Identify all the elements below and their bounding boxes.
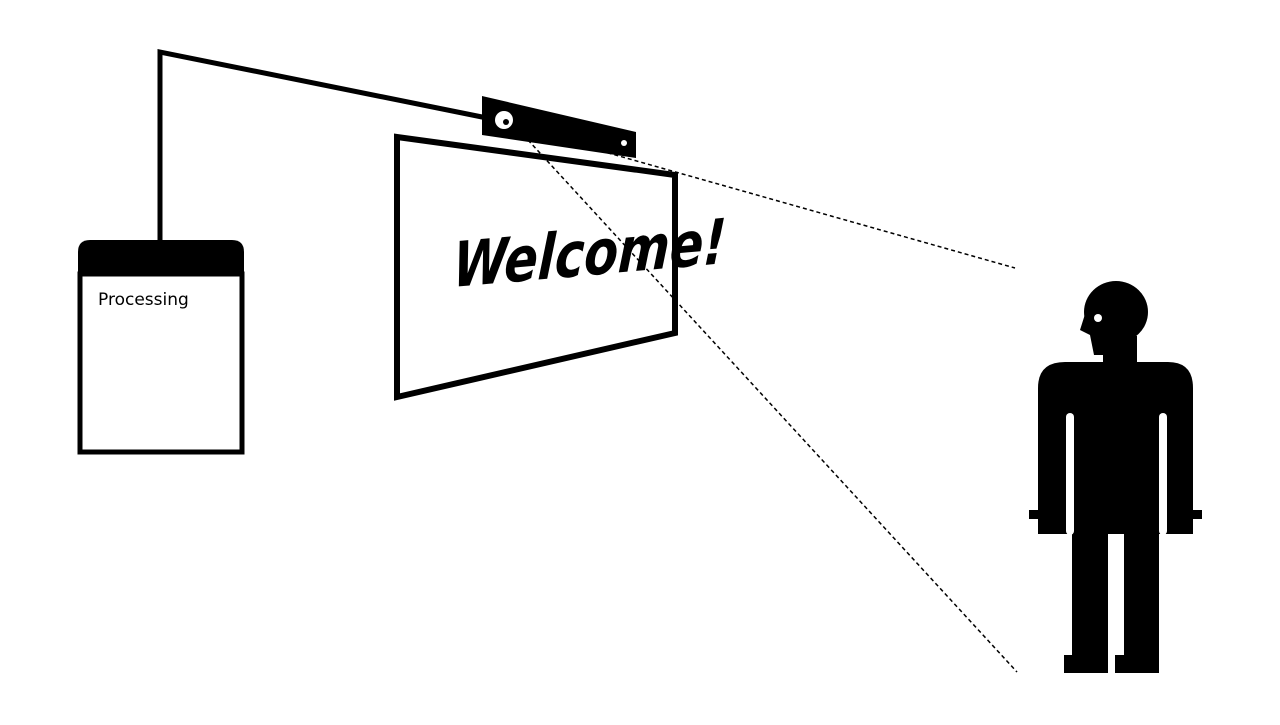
computer-body bbox=[77, 271, 245, 455]
sensor-bar bbox=[482, 96, 636, 158]
connection-cable bbox=[157, 48, 488, 242]
person-left-arm-gap bbox=[1066, 413, 1074, 535]
sensor-led-icon bbox=[621, 140, 627, 146]
person-left-foot bbox=[1064, 655, 1108, 673]
person-icon bbox=[1029, 281, 1202, 673]
person-right-foot bbox=[1115, 655, 1159, 673]
computer-label: Processing bbox=[98, 290, 189, 310]
person-right-arm-gap bbox=[1159, 413, 1167, 535]
person-right-hand bbox=[1190, 510, 1202, 519]
sensor-lens-pupil bbox=[503, 119, 509, 125]
person-face bbox=[1080, 292, 1110, 355]
field-of-view-upper bbox=[519, 127, 1016, 269]
processing-computer: Processing bbox=[77, 240, 245, 455]
display-screen: Welcome! bbox=[394, 133, 728, 401]
person-left-hand bbox=[1029, 510, 1041, 519]
person-eye bbox=[1094, 314, 1102, 322]
camera-sensor bbox=[482, 96, 636, 158]
field-of-view-lower bbox=[527, 139, 1018, 673]
person-torso bbox=[1038, 362, 1193, 534]
screen-frame bbox=[394, 133, 678, 401]
person-right-leg bbox=[1124, 530, 1159, 658]
person-left-leg bbox=[1072, 530, 1108, 658]
computer-top-bar bbox=[78, 240, 244, 276]
